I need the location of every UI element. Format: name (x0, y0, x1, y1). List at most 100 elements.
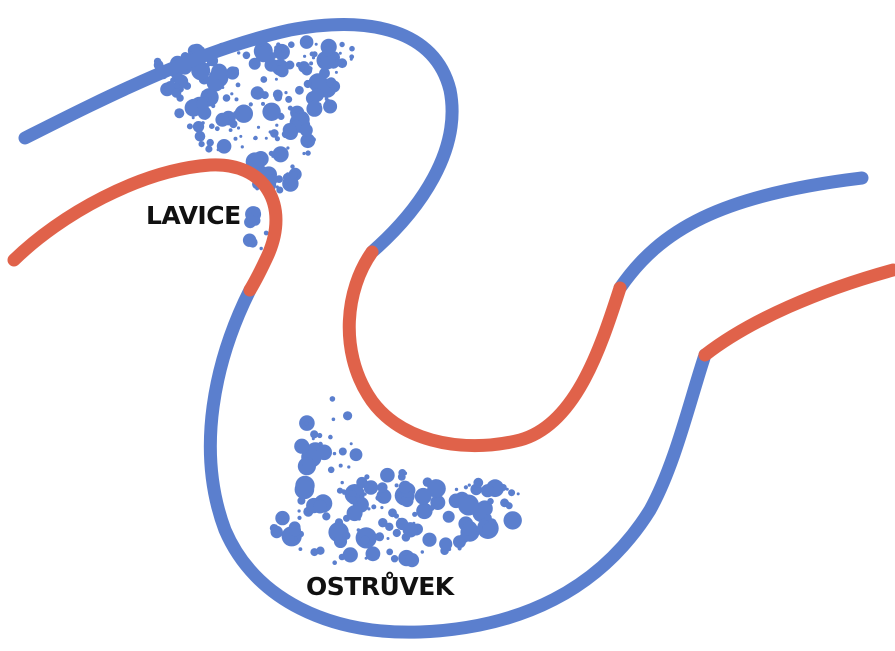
sediment-grain (371, 504, 376, 509)
sediment-grain (322, 46, 333, 57)
sediment-grain (249, 102, 253, 106)
sediment-grain (209, 123, 215, 129)
sediment-grain (286, 172, 290, 176)
sediment-grain (473, 478, 483, 488)
sediment-grain (403, 551, 408, 556)
sediment-grain (464, 485, 468, 489)
sediment-grain (187, 123, 193, 129)
sediment-grain (275, 157, 278, 160)
sediment-grain (211, 104, 215, 108)
sediment-grain (339, 554, 346, 561)
sediment-grain (333, 82, 340, 89)
sediment-grain (312, 56, 315, 59)
sediment-grain (295, 476, 314, 495)
sediment-grain (261, 102, 265, 106)
sediment-grain (328, 435, 333, 440)
sediment-grain (275, 59, 281, 65)
sediment-grain (308, 66, 312, 70)
sediment-grain (310, 88, 324, 102)
sediment-grain (236, 83, 241, 88)
sediment-grain (337, 488, 343, 494)
sediment-grain (274, 93, 282, 101)
outer-bank-line-right (620, 178, 862, 288)
sediment-grain (289, 524, 301, 536)
sediment-grain (356, 535, 360, 539)
sediment-grain (154, 58, 161, 65)
sediment-grain (230, 92, 233, 95)
sediment-grain (305, 150, 310, 155)
sediment-grain (350, 448, 363, 461)
sediment-grain (333, 452, 336, 455)
lower-bank-line (210, 290, 705, 632)
sediment-grain (251, 86, 264, 99)
sediment-grain (274, 45, 279, 50)
sediment-grain (332, 560, 337, 565)
sediment-grain (223, 94, 231, 102)
sediment-grain (257, 126, 260, 129)
lower-bank-red-right (705, 270, 893, 355)
sediment-grain (251, 207, 261, 217)
sediment-grain (468, 484, 471, 487)
sediment-grain (310, 548, 318, 556)
sediment-grain (310, 430, 318, 438)
sediment-grain (403, 522, 418, 537)
sediment-grain (284, 91, 287, 94)
sediment-grain (243, 234, 256, 247)
sediment-grain (339, 464, 343, 468)
sediment-grain (506, 502, 513, 509)
sediment-grain (339, 52, 342, 55)
sediment-grain (243, 52, 251, 60)
sediment-grain (297, 516, 301, 520)
sediment-grain (217, 139, 232, 154)
sediment-grain (283, 123, 297, 137)
sediment-grain (192, 116, 195, 119)
sediment-grain (335, 71, 338, 74)
sediment-grain (304, 80, 312, 88)
sediment-grain (455, 488, 458, 491)
sediment-grain (306, 101, 322, 117)
sediment-grain (307, 144, 310, 147)
sediment-grain (285, 96, 292, 103)
sediment-grain (464, 495, 469, 500)
sediment-grain (201, 121, 205, 125)
sediment-grain (325, 97, 329, 101)
sediment-grain (313, 500, 327, 514)
sediment-grain (279, 113, 283, 117)
sediment-grain (275, 78, 278, 81)
sediment-grain (447, 547, 451, 551)
sediment-grain (233, 117, 236, 120)
sediment-grain (364, 474, 369, 479)
sediment-grain (395, 483, 399, 487)
sediment-grain (260, 247, 263, 250)
sediment-grain (303, 55, 306, 58)
sediment-grain (239, 135, 242, 138)
sediment-grain (350, 442, 353, 445)
sediment-grain (234, 137, 238, 141)
sediment-grain (199, 141, 205, 147)
sediment-grain (342, 531, 350, 539)
sediment-grain (276, 187, 283, 194)
sediment-grain (211, 64, 227, 80)
sediment-grain (275, 511, 289, 525)
sediment-grain (311, 137, 316, 142)
sediment-grain (294, 439, 309, 454)
sediment-grain (195, 131, 206, 142)
sediment-grain (380, 468, 395, 483)
sediment-grain (386, 549, 393, 556)
sediment-grain (399, 481, 412, 494)
sediment-grain (443, 511, 455, 523)
sediment-grain (391, 555, 398, 562)
sediment-grain (367, 507, 370, 510)
sediment-grain (375, 495, 381, 501)
sediment-grain (241, 145, 244, 148)
sediment-grain (500, 484, 507, 491)
sediment-grain (262, 103, 280, 121)
sediment-grain (207, 139, 214, 146)
sediment-grain (288, 41, 295, 48)
sediment-grain (194, 70, 198, 74)
sediment-grain (229, 128, 233, 132)
sediment-grain (275, 124, 278, 127)
sediment-grain (260, 153, 266, 159)
